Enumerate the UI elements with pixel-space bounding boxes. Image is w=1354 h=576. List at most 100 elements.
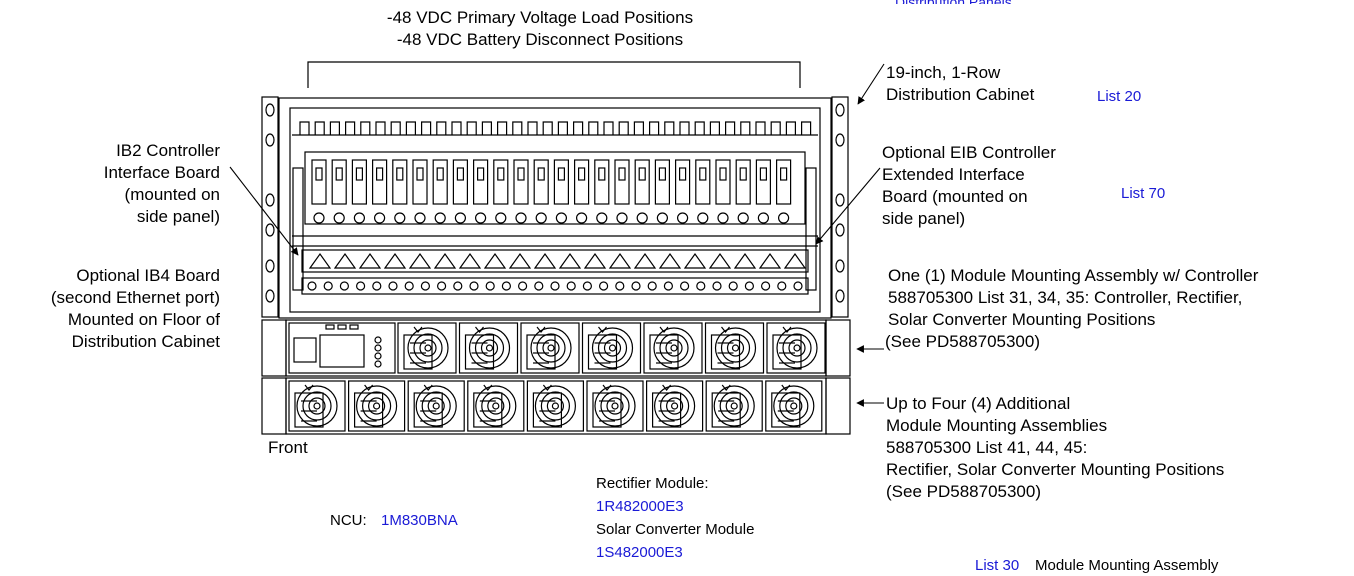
fan-ring <box>594 385 636 427</box>
breaker-handle <box>739 167 747 181</box>
busbar-triangle <box>583 252 607 269</box>
breaker <box>392 159 408 205</box>
breaker-terminal <box>770 121 781 135</box>
additional-line-2: Module Mounting Assemblies <box>886 416 1108 435</box>
terminal-circle <box>582 281 593 291</box>
rectifier-module <box>520 322 580 374</box>
breaker <box>634 159 650 205</box>
fan-ring <box>313 402 321 410</box>
latch-mark <box>536 326 546 333</box>
ib2-label-line-3: (mounted on <box>124 185 220 204</box>
breaker-handle <box>598 167 606 181</box>
fan-ring <box>670 402 679 410</box>
fan-ring <box>725 397 743 415</box>
fan-ring <box>551 402 560 410</box>
ib2-label-line-2: Interface Board <box>103 163 220 182</box>
rectifier-module <box>765 380 823 432</box>
module-frame <box>765 380 823 432</box>
top-title-line-1: -48 VDC Primary Voltage Load Positions <box>386 8 694 27</box>
eib-list-link[interactable]: List 70 <box>1121 185 1166 202</box>
breaker-screw <box>717 212 729 224</box>
breaker-handle <box>436 167 444 181</box>
mounting-holes <box>265 103 845 303</box>
breaker-terminal <box>497 121 508 135</box>
busbar-triangle <box>508 252 532 269</box>
fan-ring <box>530 327 572 369</box>
breaker-terminal <box>740 121 751 135</box>
latch-mark <box>721 326 730 333</box>
breaker-terminal <box>436 121 447 135</box>
module-frame <box>458 322 519 374</box>
rectifier-module <box>458 322 519 374</box>
fan-ring <box>302 391 332 421</box>
eib-leader <box>815 167 881 245</box>
breaker-screw <box>394 212 406 224</box>
breaker-terminal <box>299 121 310 135</box>
breaker-terminal <box>542 121 553 135</box>
fan-ring <box>713 385 755 427</box>
terminal-circle <box>598 281 609 291</box>
cabinet-leader <box>857 63 885 105</box>
breaker-screw <box>535 212 547 224</box>
mounting-hole <box>835 193 845 207</box>
additional-line-5: (See PD588705300) <box>886 482 1042 501</box>
rectifier-module <box>643 322 703 374</box>
fan-ring <box>547 344 555 352</box>
module-shelf-2 <box>285 377 827 435</box>
breaker-terminal <box>664 121 675 135</box>
fan-ring <box>427 397 445 415</box>
module-panel <box>592 392 622 428</box>
ncu-link[interactable]: 1M830BNA <box>381 512 458 529</box>
cabinet-label-line-1: 19-inch, 1-Row <box>886 63 1001 82</box>
module-frame <box>407 380 465 432</box>
breaker-handle <box>658 167 667 181</box>
breaker-handle <box>416 167 424 181</box>
breaker-handle <box>376 167 384 181</box>
breaker <box>594 159 610 205</box>
rectifier-module <box>407 380 465 432</box>
busbar-triangle <box>658 252 682 269</box>
rectifier-module <box>645 380 704 432</box>
fan-ring <box>475 385 517 427</box>
eib-label-line-1: Optional EIB Controller <box>882 143 1056 162</box>
fan-ring <box>653 385 696 427</box>
mounting-hole <box>265 289 275 303</box>
breaker <box>755 159 772 205</box>
rectifier-module <box>348 380 406 432</box>
ib2-label-line-1: IB2 Controller <box>116 141 220 160</box>
breaker <box>614 159 630 205</box>
latch-mark <box>475 326 484 333</box>
terminal-circle <box>404 281 414 291</box>
solar-link[interactable]: 1S482000E3 <box>596 544 683 561</box>
cabinet-list-link[interactable]: List 20 <box>1097 88 1142 105</box>
busbar-triangle <box>558 252 582 269</box>
breaker-handle <box>678 167 687 181</box>
fan-ring <box>540 391 571 421</box>
breaker-terminal <box>801 121 812 135</box>
cabinet-label: 19-inch, 1-Row Distribution Cabinet <box>886 62 1034 106</box>
busbar-rail <box>301 249 809 273</box>
module-panel <box>473 392 503 428</box>
rectifier-link[interactable]: 1R482000E3 <box>596 498 684 515</box>
fan-ring <box>608 344 617 352</box>
mounting-hole <box>265 223 275 237</box>
fan-ring <box>415 385 457 427</box>
breaker <box>473 159 489 205</box>
distribution-panels-link[interactable]: Distribution Panels <box>895 0 1012 10</box>
breaker-handle <box>618 167 626 181</box>
fan-ring <box>356 385 398 427</box>
cabinet-inner-frame <box>289 107 821 313</box>
breaker-panel <box>304 151 806 225</box>
breaker <box>311 159 327 205</box>
fan-ring <box>421 391 451 421</box>
breaker-handle <box>477 167 485 181</box>
module-frame <box>526 380 585 432</box>
mounting-hole <box>835 133 845 147</box>
terminal-circle <box>485 281 495 291</box>
ib2-board <box>292 167 304 291</box>
fan-ring <box>670 344 678 352</box>
mounting-hole <box>265 133 275 147</box>
terminal-circle <box>712 281 722 291</box>
fan-ring <box>534 385 577 427</box>
module-frame <box>348 380 406 432</box>
